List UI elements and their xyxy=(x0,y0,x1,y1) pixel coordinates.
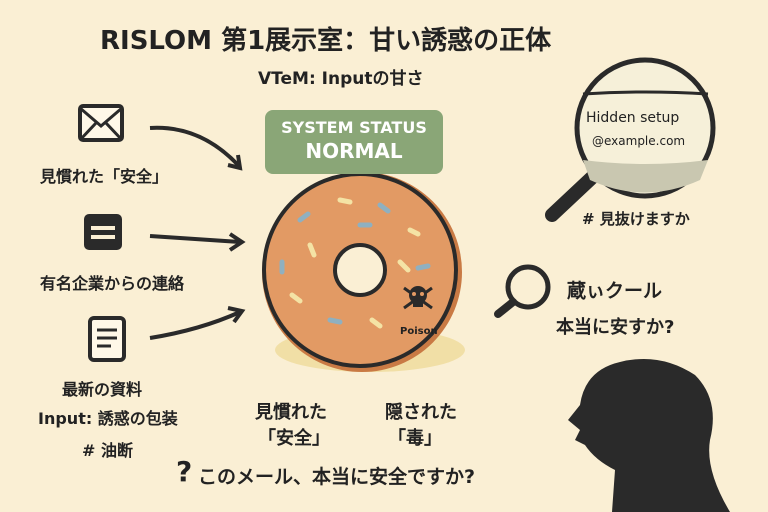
status-line2: NORMAL xyxy=(305,139,403,163)
page-title: RISLOM 第1展示室：甘い誘惑の正体 xyxy=(100,26,552,56)
arrow-icons xyxy=(149,125,246,340)
left-item-label: 見慣れた「安全」 xyxy=(40,167,169,186)
left-item-label: 有名企業からの連絡 xyxy=(40,274,185,293)
envelope-icon xyxy=(78,104,124,142)
magnifier-text-line1: Hidden setup xyxy=(586,110,680,126)
document-icon xyxy=(88,316,126,362)
system-status-badge: SYSTEM STATUS NORMAL xyxy=(265,110,443,174)
person-silhouette xyxy=(568,358,730,512)
poison-label: Poison xyxy=(400,326,438,337)
bottom-question: このメール、本当に安全ですか? xyxy=(198,466,476,488)
status-line1: SYSTEM STATUS xyxy=(281,118,427,137)
magnifier-caption: # 見抜けますか xyxy=(582,210,690,228)
caption-hidden: 隠された xyxy=(385,402,457,423)
search-icon xyxy=(494,264,551,318)
magnifier-icon xyxy=(545,57,716,222)
caption-safe: 「安全」 xyxy=(258,428,330,449)
skull-icon xyxy=(403,286,433,310)
magnifier-text-line2: @example.com xyxy=(592,134,686,148)
left-footer-line1: Input: 誘惑の包装 xyxy=(38,409,178,428)
small-magnifier-line2: 本当に安すか? xyxy=(556,317,675,338)
page-subtitle: VTeM: Inputの甘さ xyxy=(258,69,424,89)
small-magnifier-line1: 蔵ぃクール xyxy=(567,280,663,302)
question-mark-icon: ? xyxy=(176,455,193,488)
donut-illustration xyxy=(262,172,465,372)
menu-card-icon xyxy=(84,214,122,250)
left-item-label: 最新の資料 xyxy=(62,380,143,399)
caption-familiar: 見慣れた xyxy=(255,402,327,423)
left-footer-line2: # 油断 xyxy=(82,441,133,460)
caption-poison: 「毒」 xyxy=(388,428,442,449)
